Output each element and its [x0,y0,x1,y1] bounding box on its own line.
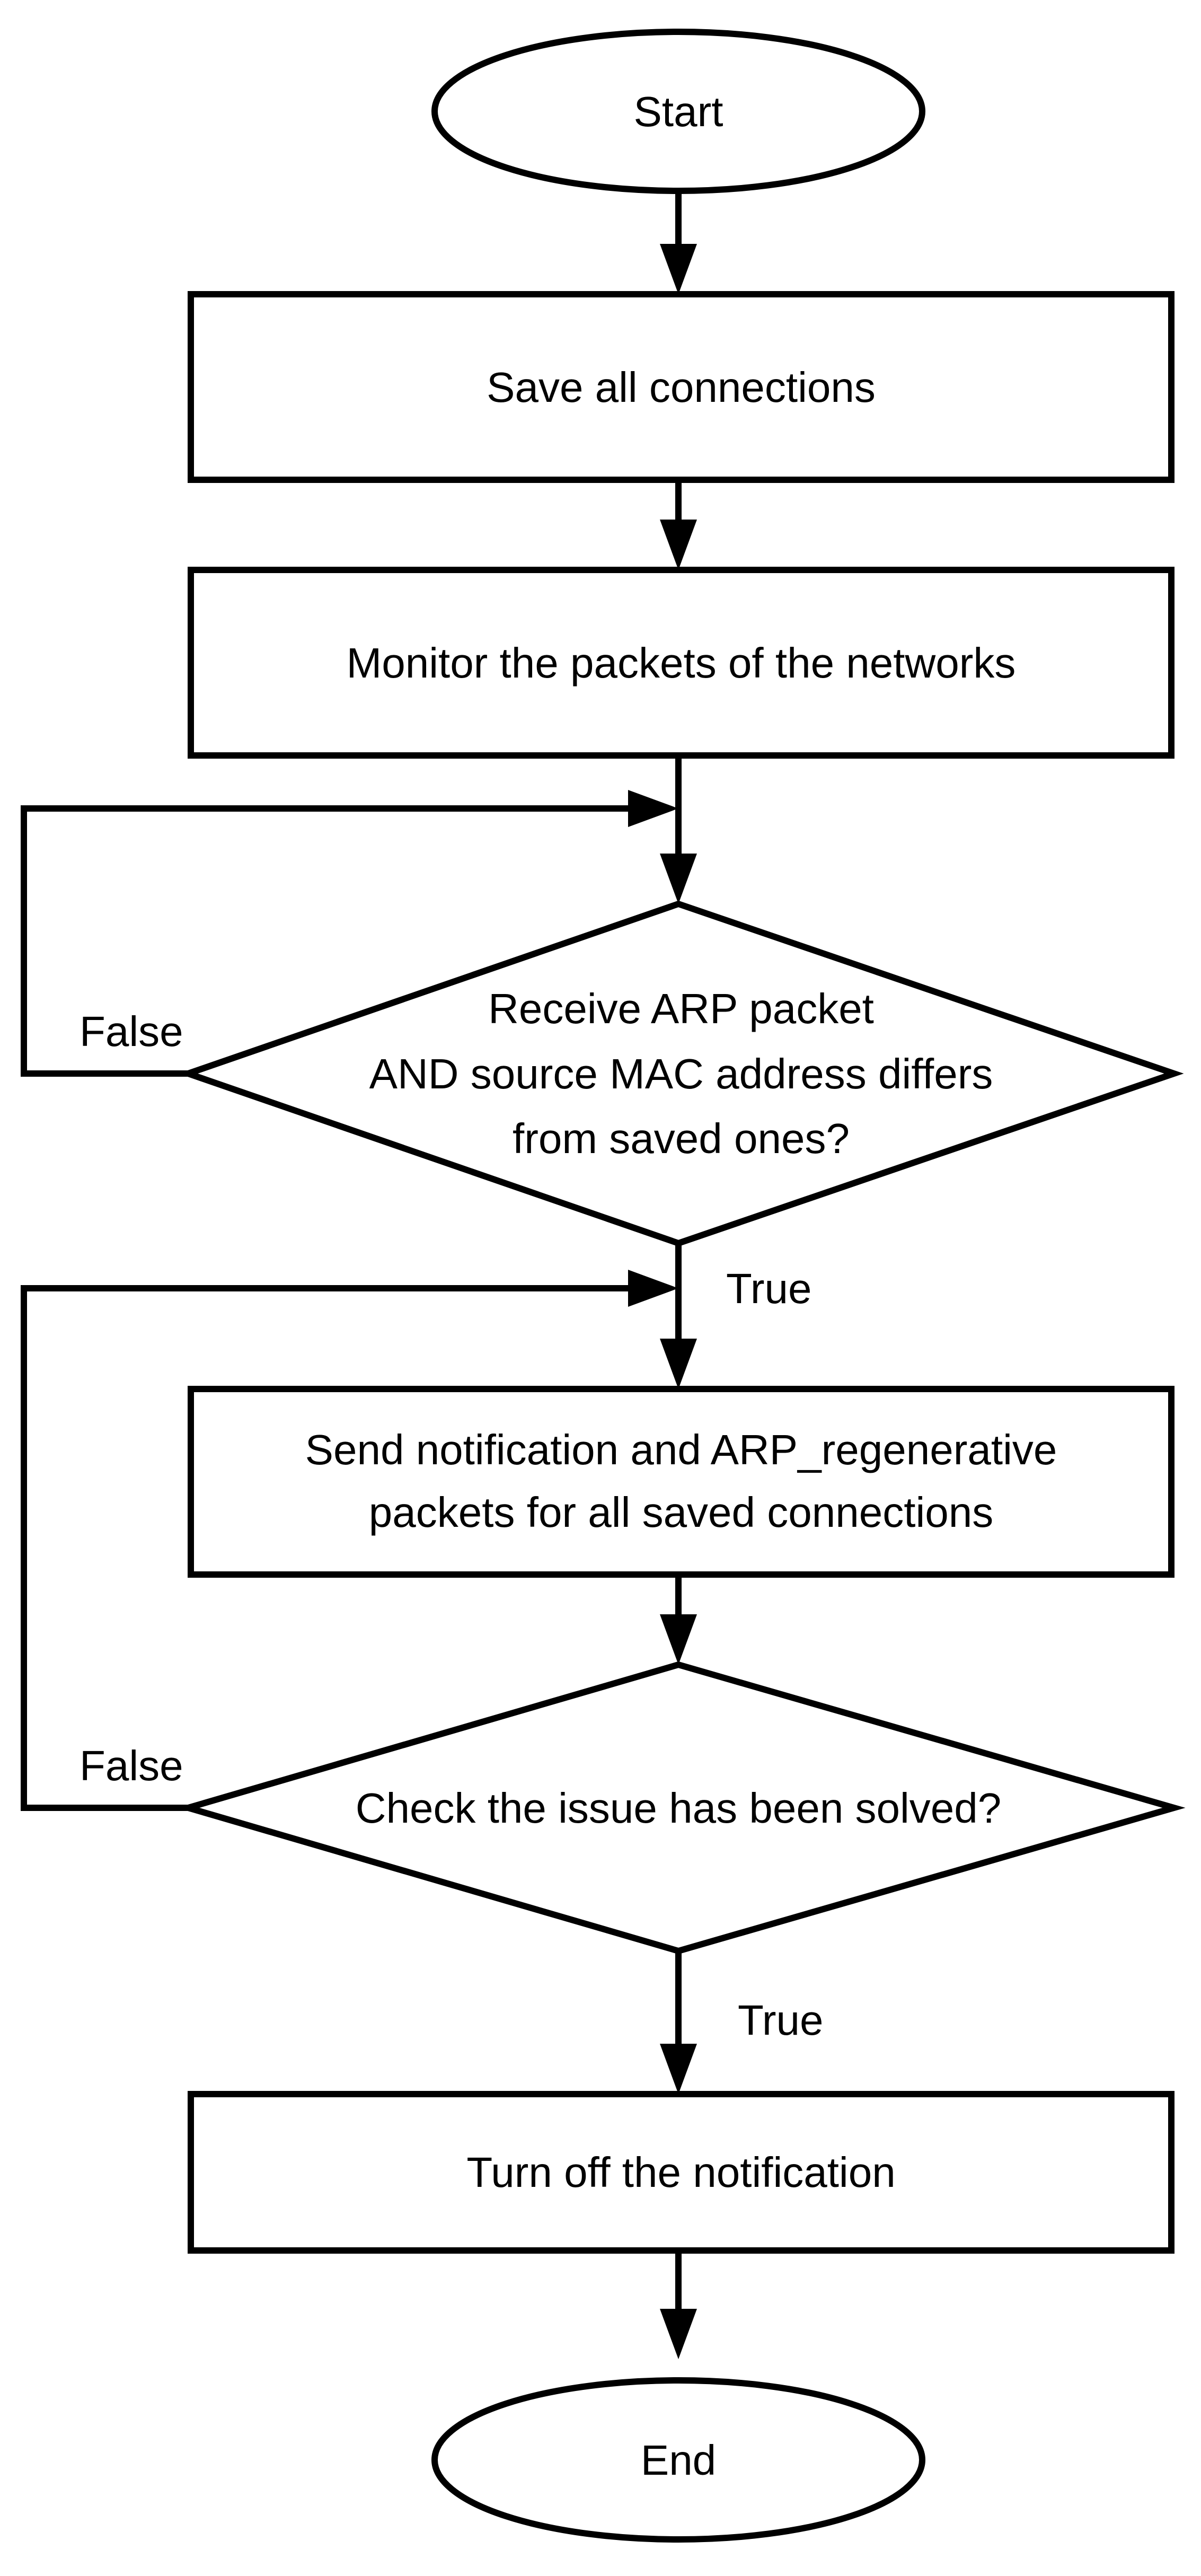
start-label: Start [634,88,723,135]
arp-check-true-label: True [726,1265,812,1312]
issue-check-false-label: False [80,1742,183,1789]
arrowhead-monitor-to-arp-check [660,854,697,904]
send-notification-process: Send notification and ARP_regenerative p… [188,1386,1174,1578]
save-connections-label: Save all connections [487,364,876,411]
issue-solved-label: Check the issue has been solved? [356,1784,1002,1832]
arrowhead-turnoff-to-end [660,2309,697,2359]
connector-issue-check-false-loop [21,1285,636,1811]
turn-off-notification-process: Turn off the notification [188,2091,1174,2254]
save-connections-process: Save all connections [188,291,1174,483]
arrowhead-issue-check-false-loop [628,1270,678,1307]
end-terminator: End [431,2377,925,2543]
start-terminator: Start [431,29,925,194]
turn-off-notification-label: Turn off the notification [466,2149,895,2196]
connectors [21,191,697,2359]
arrowhead-start-to-save [660,244,697,294]
send-notification-line-1: Send notification and ARP_regenerative [305,1426,1057,1473]
send-notification-line-2: packets for all saved connections [369,1489,993,1536]
issue-solved-decision: Check the issue has been solved? [176,1661,1186,1955]
connector-arp-check-false-loop [21,805,636,1077]
monitor-packets-label: Monitor the packets of the networks [347,639,1016,687]
arp-check-line-1: Receive ARP packet [488,985,874,1032]
arp-check-decision: Receive ARP packet AND source MAC addres… [178,900,1184,1247]
arrowhead-issue-check-true [660,2044,697,2094]
issue-check-true-label: True [738,1997,824,2044]
arp-check-false-label: False [80,1008,183,1055]
arrowhead-arp-check-true [660,1339,697,1389]
arrowhead-send-to-issue-check [660,1614,697,1665]
arp-check-line-2: AND source MAC address differs [369,1050,993,1097]
end-label: End [641,2437,716,2484]
arrowhead-arp-check-false-loop [628,790,678,827]
arrowhead-save-to-monitor [660,520,697,570]
arp-check-line-3: from saved ones? [513,1115,850,1162]
monitor-packets-process: Monitor the packets of the networks [188,567,1174,759]
